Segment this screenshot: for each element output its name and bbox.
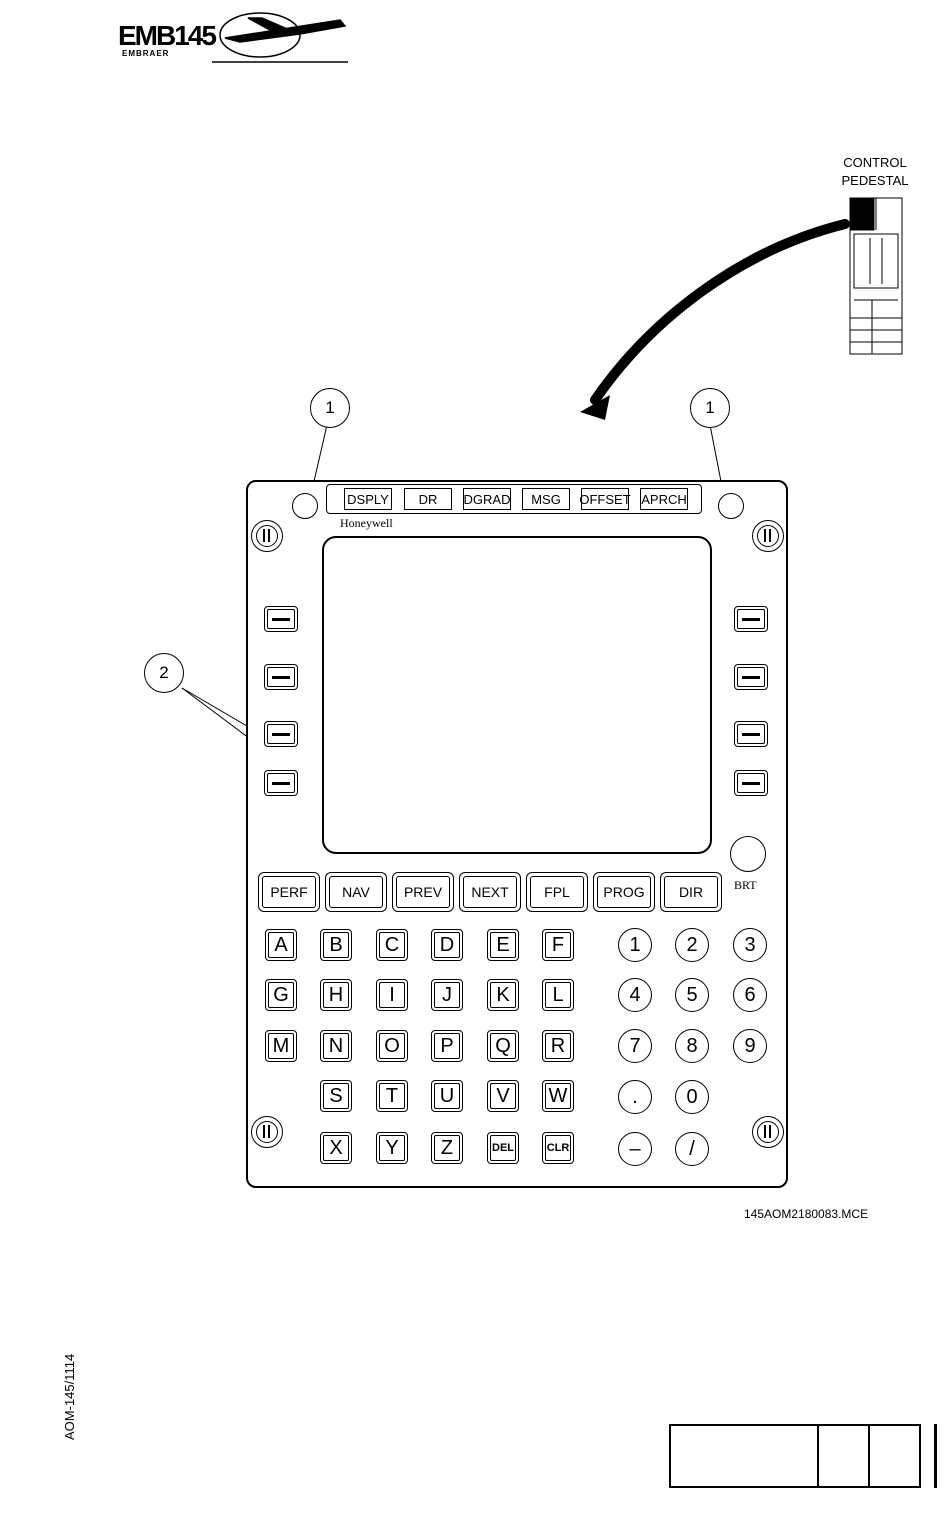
offset-key[interactable]: OFFSET — [581, 488, 629, 510]
revision-block — [669, 1424, 921, 1488]
lsk-left-3[interactable] — [264, 721, 298, 747]
doc-reference: AOM-145/1114 — [62, 1354, 77, 1440]
control-pedestal-line2: PEDESTAL — [820, 172, 930, 190]
dgrad-key[interactable]: DGRAD — [463, 488, 511, 510]
control-pedestal-label: CONTROL PEDESTAL — [820, 154, 930, 190]
lsk-left-1[interactable] — [264, 606, 298, 632]
key-5[interactable]: 5 — [675, 978, 709, 1012]
callout-1-left: 1 — [310, 388, 350, 428]
key-k[interactable]: K — [487, 979, 519, 1011]
screw-bottom-right-icon — [752, 1116, 784, 1148]
next-key-label: NEXT — [463, 876, 517, 908]
key-q[interactable]: Q — [487, 1030, 519, 1062]
key-2[interactable]: 2 — [675, 928, 709, 962]
display-screen — [322, 536, 712, 854]
key-n[interactable]: N — [320, 1030, 352, 1062]
nav-key[interactable]: NAV — [325, 872, 387, 912]
key-l[interactable]: L — [542, 979, 574, 1011]
key-4[interactable]: 4 — [618, 978, 652, 1012]
del-key[interactable]: DEL — [487, 1132, 519, 1164]
logo-sub: EMBRAER — [122, 49, 169, 58]
prog-key[interactable]: PROG — [593, 872, 655, 912]
dir-key-label: DIR — [664, 876, 718, 908]
key-decimal[interactable]: . — [618, 1080, 652, 1114]
key-3[interactable]: 3 — [733, 928, 767, 962]
key-a[interactable]: A — [265, 929, 297, 961]
key-w[interactable]: W — [542, 1080, 574, 1112]
lsk-right-4[interactable] — [734, 770, 768, 796]
key-x[interactable]: X — [320, 1132, 352, 1164]
revision-bar — [934, 1424, 937, 1488]
nav-key-label: NAV — [329, 876, 383, 908]
callout-1-right: 1 — [690, 388, 730, 428]
key-i[interactable]: I — [376, 979, 408, 1011]
perf-key[interactable]: PERF — [258, 872, 320, 912]
control-pedestal-line1: CONTROL — [820, 154, 930, 172]
key-h[interactable]: H — [320, 979, 352, 1011]
logo-text: EMB145 — [118, 20, 215, 52]
screw-bottom-left-icon — [251, 1116, 283, 1148]
msg-key[interactable]: MSG — [522, 488, 570, 510]
brt-knob[interactable] — [730, 836, 766, 872]
key-f[interactable]: F — [542, 929, 574, 961]
key-y[interactable]: Y — [376, 1132, 408, 1164]
key-c[interactable]: C — [376, 929, 408, 961]
lsk-left-4[interactable] — [264, 770, 298, 796]
key-r[interactable]: R — [542, 1030, 574, 1062]
perf-key-label: PERF — [262, 876, 316, 908]
revision-divider-2 — [868, 1424, 870, 1488]
key-p[interactable]: P — [431, 1030, 463, 1062]
figure-id: 145AOM2180083.MCE — [744, 1207, 868, 1221]
key-m[interactable]: M — [265, 1030, 297, 1062]
key-0[interactable]: 0 — [675, 1080, 709, 1114]
key-slash[interactable]: / — [675, 1132, 709, 1166]
key-g[interactable]: G — [265, 979, 297, 1011]
key-u[interactable]: U — [431, 1080, 463, 1112]
key-z[interactable]: Z — [431, 1132, 463, 1164]
aprch-key[interactable]: APRCH — [640, 488, 688, 510]
callout-2: 2 — [144, 653, 184, 693]
brt-label: BRT — [734, 878, 757, 893]
lsk-left-2[interactable] — [264, 664, 298, 690]
lsk-right-3[interactable] — [734, 721, 768, 747]
prev-key-label: PREV — [396, 876, 450, 908]
key-s[interactable]: S — [320, 1080, 352, 1112]
pedestal-drawing — [850, 198, 902, 354]
prog-key-label: PROG — [597, 876, 651, 908]
key-7[interactable]: 7 — [618, 1029, 652, 1063]
key-e[interactable]: E — [487, 929, 519, 961]
key-t[interactable]: T — [376, 1080, 408, 1112]
dir-key[interactable]: DIR — [660, 872, 722, 912]
fpl-key-label: FPL — [530, 876, 584, 908]
aircraft-logo-icon — [212, 13, 348, 62]
mount-hole-left — [292, 493, 318, 519]
lsk-right-2[interactable] — [734, 664, 768, 690]
dr-key[interactable]: DR — [404, 488, 452, 510]
screw-top-left-icon — [251, 520, 283, 552]
mount-hole-right — [718, 493, 744, 519]
revision-divider-1 — [817, 1424, 819, 1488]
key-b[interactable]: B — [320, 929, 352, 961]
lsk-right-1[interactable] — [734, 606, 768, 632]
key-d[interactable]: D — [431, 929, 463, 961]
screw-top-right-icon — [752, 520, 784, 552]
clr-key[interactable]: CLR — [542, 1132, 574, 1164]
key-1[interactable]: 1 — [618, 928, 652, 962]
key-9[interactable]: 9 — [733, 1029, 767, 1063]
key-6[interactable]: 6 — [733, 978, 767, 1012]
pedestal-arrow — [595, 224, 845, 400]
fpl-key[interactable]: FPL — [526, 872, 588, 912]
prev-key[interactable]: PREV — [392, 872, 454, 912]
key-v[interactable]: V — [487, 1080, 519, 1112]
honeywell-brand: Honeywell — [340, 516, 393, 531]
next-key[interactable]: NEXT — [459, 872, 521, 912]
dsply-key[interactable]: DSPLY — [344, 488, 392, 510]
key-o[interactable]: O — [376, 1030, 408, 1062]
key-minus[interactable]: – — [618, 1132, 652, 1166]
key-j[interactable]: J — [431, 979, 463, 1011]
key-8[interactable]: 8 — [675, 1029, 709, 1063]
